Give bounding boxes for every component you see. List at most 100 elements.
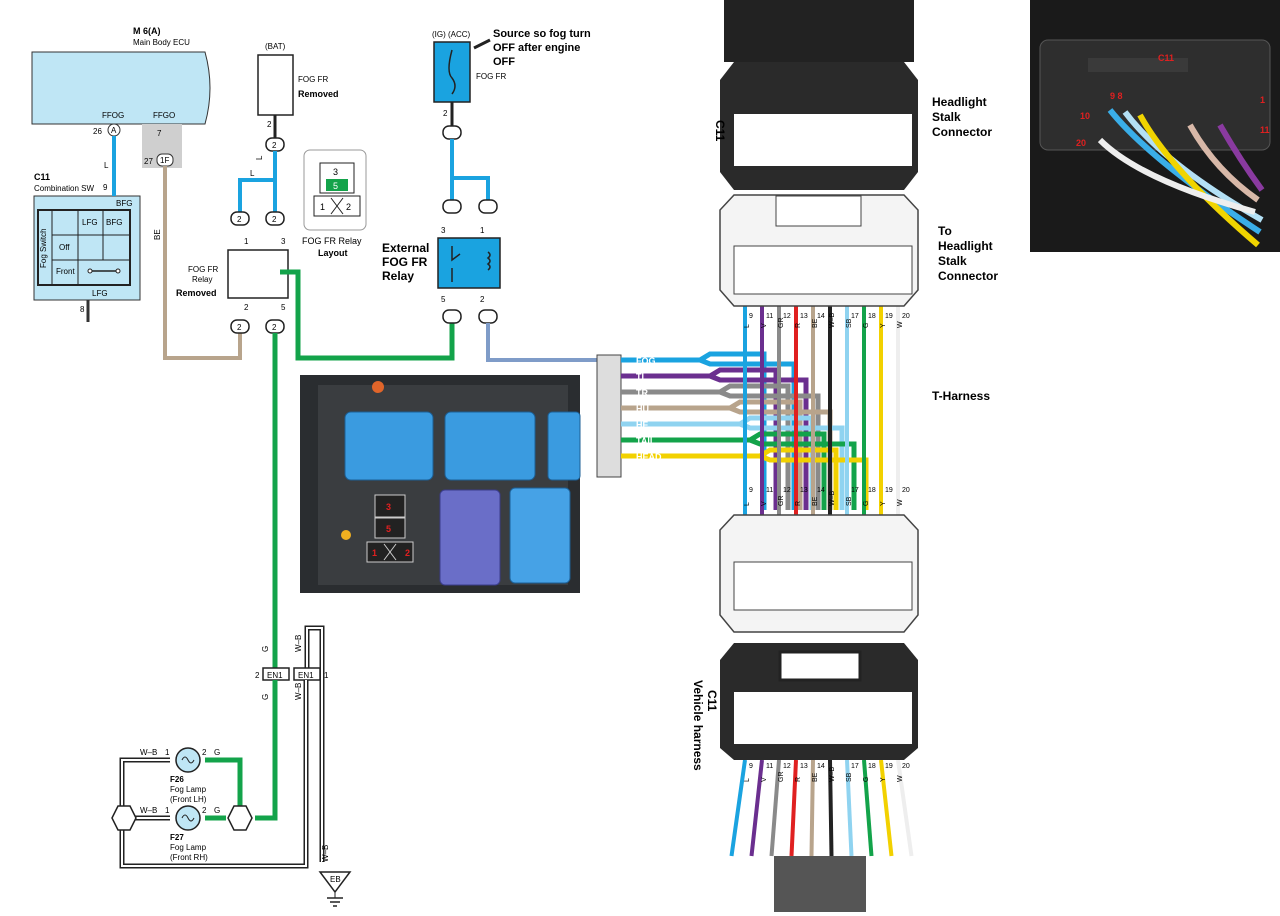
combo-sw-pin9: 9 (103, 183, 108, 192)
wire-code: Y (880, 777, 887, 782)
combo-sw-lfg-bottom: LFG (92, 289, 108, 298)
vehicle-harness-wire (862, 759, 874, 857)
svg-text:2: 2 (255, 671, 260, 680)
harness-wire-label: TR (636, 388, 648, 398)
headlight-label2: Stalk (932, 110, 961, 124)
ecu-pin-1f: 1F (160, 156, 169, 165)
vehicle-harness-wire (749, 759, 764, 857)
photo-20: 20 (1076, 138, 1086, 148)
ecu-title: M 6(A) (133, 26, 161, 36)
wire-code: G (863, 501, 870, 506)
photo-98: 9 8 (1110, 91, 1123, 101)
photo-c11: C11 (1158, 53, 1174, 63)
svg-text:2: 2 (202, 748, 207, 757)
wire-code: GR (778, 318, 785, 329)
ecu-pin-ffgo: FFGO (153, 111, 175, 120)
harness-wire (621, 373, 809, 510)
wire-code: SB (846, 318, 853, 328)
wire-code: Y (880, 323, 887, 328)
combo-sw-bfg: BFG (116, 199, 132, 208)
combo-sw-name: Combination SW (34, 184, 94, 193)
combo-sw-off: Off (59, 243, 70, 252)
harness-wire-label: HF (636, 420, 648, 430)
svg-text:L: L (255, 155, 264, 160)
bat-fuse-pin2: 2 (267, 120, 272, 129)
combo-sw-bfg-col: BFG (106, 218, 122, 227)
wire-code: BE (812, 318, 819, 328)
wire-number: 11 (766, 313, 773, 320)
wire-code: GR (778, 772, 785, 783)
wire-code: L (744, 502, 751, 506)
svg-text:G: G (214, 748, 220, 757)
svg-text:W–B: W–B (294, 635, 303, 652)
ecu-pin-26: 26 (93, 127, 102, 136)
svg-text:2: 2 (272, 141, 277, 150)
vehicle-harness-wire (769, 759, 781, 857)
combo-sw-fog-switch: Fog Switch (39, 228, 48, 268)
note-line1: Source so fog turn (493, 28, 591, 40)
wire-code: V (761, 777, 768, 782)
ecu-name: Main Body ECU (133, 38, 190, 47)
wire-number: 20 (902, 763, 910, 770)
wire-number: 19 (885, 313, 893, 320)
vehicle-harness-wire (845, 759, 854, 857)
svg-text:Fog Lamp: Fog Lamp (170, 843, 207, 852)
wire-number: 17 (851, 313, 859, 320)
wire-number: 9 (749, 313, 753, 320)
note-line2: OFF after engine (493, 42, 580, 54)
ecu-pin-a: A (111, 126, 117, 135)
harness-wire-label: HU (636, 404, 649, 414)
svg-text:2: 2 (480, 295, 485, 304)
svg-text:2: 2 (202, 806, 207, 815)
wire-number: 18 (868, 763, 876, 770)
photo-10: 10 (1080, 111, 1090, 121)
relay-layout-caption1: FOG FR Relay (302, 236, 362, 246)
relay-layout: 3 5 1 2 FOG FR Relay Layout (302, 149, 367, 258)
splice-block (596, 354, 622, 478)
en1-connectors: G W–B EN1 EN1 2 1 G W–B (255, 625, 329, 862)
svg-text:5: 5 (333, 181, 338, 191)
fog-fr-relay: L L 2 2 1 3 2 5 FOG FR Relay Removed 2 2 (176, 151, 289, 334)
combo-sw-pin8: 8 (80, 305, 85, 314)
vehicle-harness-wire (789, 759, 798, 857)
svg-text:2: 2 (244, 303, 249, 312)
wire-number: 17 (851, 763, 859, 770)
wire-code: SB (846, 496, 853, 506)
ecu-pin-7: 7 (157, 129, 162, 138)
en1-left-label: EN1 (267, 671, 283, 680)
ground-eb: W–B EB (318, 845, 352, 907)
wire-number: 14 (817, 487, 825, 494)
combo-sw-lfg: LFG (82, 218, 98, 227)
svg-text:1: 1 (324, 671, 329, 680)
wire-code: GR (778, 496, 785, 507)
vehicle-harness-label: Vehicle harness (691, 680, 705, 771)
combo-sw-title: C11 (34, 172, 50, 182)
fog-lamps: W–B G 1 2 F26 Fog Lamp (Front LH) W–B G … (111, 747, 253, 862)
svg-text:(Front LH): (Front LH) (170, 795, 207, 804)
wire-number: 12 (783, 313, 791, 320)
ground-label: EB (330, 875, 341, 884)
wire-code: V (761, 501, 768, 506)
fusebox-label-3: 3 (386, 502, 391, 512)
svg-text:W–B: W–B (294, 683, 303, 700)
svg-text:5: 5 (441, 295, 446, 304)
fog-lamp-f26: F26 (170, 775, 184, 784)
svg-text:1: 1 (480, 226, 485, 235)
bat-source: (BAT) (265, 42, 286, 51)
ext-relay-line2: FOG FR (382, 255, 428, 269)
vehicle-harness-wire (879, 759, 894, 857)
wire-code: W (897, 499, 904, 506)
wire-label-be: BE (153, 229, 162, 240)
wire-code: R (795, 501, 802, 506)
svg-text:2: 2 (237, 323, 242, 332)
wire-number: 12 (783, 763, 791, 770)
harness-wire-label: TAIL (636, 436, 656, 446)
ext-relay-line3: Relay (382, 269, 414, 283)
wire-number: 11 (766, 487, 773, 494)
svg-text:5: 5 (281, 303, 286, 312)
headlight-label1: Headlight (932, 95, 987, 109)
fog-relay-name1: FOG FR (188, 265, 218, 274)
connector-column (719, 0, 919, 912)
wire-code: V (761, 323, 768, 328)
to-label4: Connector (938, 269, 998, 283)
